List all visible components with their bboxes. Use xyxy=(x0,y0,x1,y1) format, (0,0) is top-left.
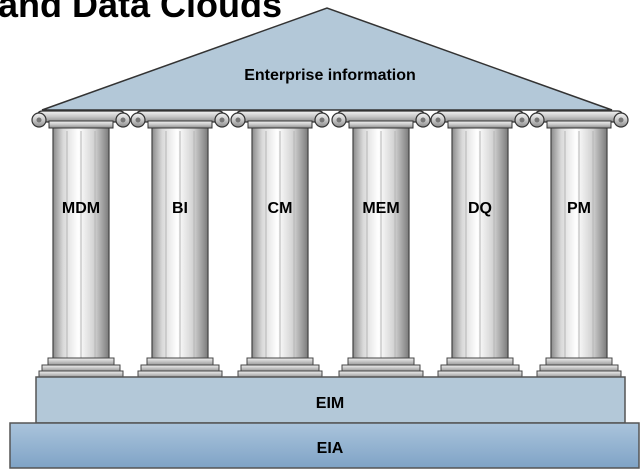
pillar-capital xyxy=(336,110,426,123)
pillar-volute-eye xyxy=(219,117,225,123)
pillar-mdm: MDM xyxy=(31,110,131,378)
pillar-plinth xyxy=(38,370,124,378)
pillar-necking xyxy=(546,120,612,129)
pillar-label: PM xyxy=(567,200,591,217)
pillar-base-top xyxy=(246,357,314,366)
page-title: and Data Clouds xyxy=(0,0,283,25)
pillar-capital xyxy=(36,110,126,123)
pillar-label: DQ xyxy=(468,200,492,217)
pillar-label: CM xyxy=(268,200,293,217)
pillar-base-top xyxy=(47,357,115,366)
pillar-capital xyxy=(135,110,225,123)
pillar-volute-eye xyxy=(135,117,141,123)
pillar-volute-eye xyxy=(534,117,540,123)
pillar-plinth xyxy=(137,370,223,378)
pillar-capital xyxy=(435,110,525,123)
pillar-volute-eye xyxy=(435,117,441,123)
base-upper-label: EIM xyxy=(316,395,344,412)
pillar-necking xyxy=(447,120,513,129)
pillar-plinth xyxy=(237,370,323,378)
pillar-plinth xyxy=(437,370,523,378)
pillar-base-top xyxy=(446,357,514,366)
pillar-base-top xyxy=(347,357,415,366)
pillar-volute-eye xyxy=(336,117,342,123)
pillar-pm: PM xyxy=(529,110,629,378)
pillar-bi: BI xyxy=(130,110,230,378)
base-lower-label: EIA xyxy=(317,440,344,457)
pillar-base-mid xyxy=(440,364,520,372)
pillar-capital xyxy=(534,110,624,123)
pillar-base-mid xyxy=(140,364,220,372)
pillar-base-mid xyxy=(41,364,121,372)
pillar-volute-eye xyxy=(420,117,426,123)
pillar-cm: CM xyxy=(230,110,330,378)
pillar-label: MDM xyxy=(62,200,100,217)
pillar-volute-eye xyxy=(235,117,241,123)
base-upper: EIM xyxy=(35,376,626,424)
pillar-base-mid xyxy=(539,364,619,372)
pillar-capital xyxy=(235,110,325,123)
roof-pediment: Enterprise information xyxy=(41,7,613,111)
pillar-necking xyxy=(348,120,414,129)
pillar-volute-eye xyxy=(618,117,624,123)
pillar-base-mid xyxy=(341,364,421,372)
pillar-volute-eye xyxy=(519,117,525,123)
pillar-base-top xyxy=(146,357,214,366)
pillar-volute-eye xyxy=(36,117,42,123)
pillar-base-mid xyxy=(240,364,320,372)
pillar-base-top xyxy=(545,357,613,366)
pillar-necking xyxy=(48,120,114,129)
pillar-volute-eye xyxy=(120,117,126,123)
pillar-label: MEM xyxy=(362,200,399,217)
pillar-plinth xyxy=(536,370,622,378)
roof-label: Enterprise information xyxy=(244,67,416,84)
pillar-label: BI xyxy=(172,200,188,217)
base-lower: EIA xyxy=(9,422,640,469)
pillar-mem: MEM xyxy=(331,110,431,378)
pillar-necking xyxy=(147,120,213,129)
pillar-volute-eye xyxy=(319,117,325,123)
pillars-group: MDM BI CM MEM DQ PM xyxy=(31,110,629,378)
pillar-necking xyxy=(247,120,313,129)
pillar-dq: DQ xyxy=(430,110,530,378)
pillar-plinth xyxy=(338,370,424,378)
